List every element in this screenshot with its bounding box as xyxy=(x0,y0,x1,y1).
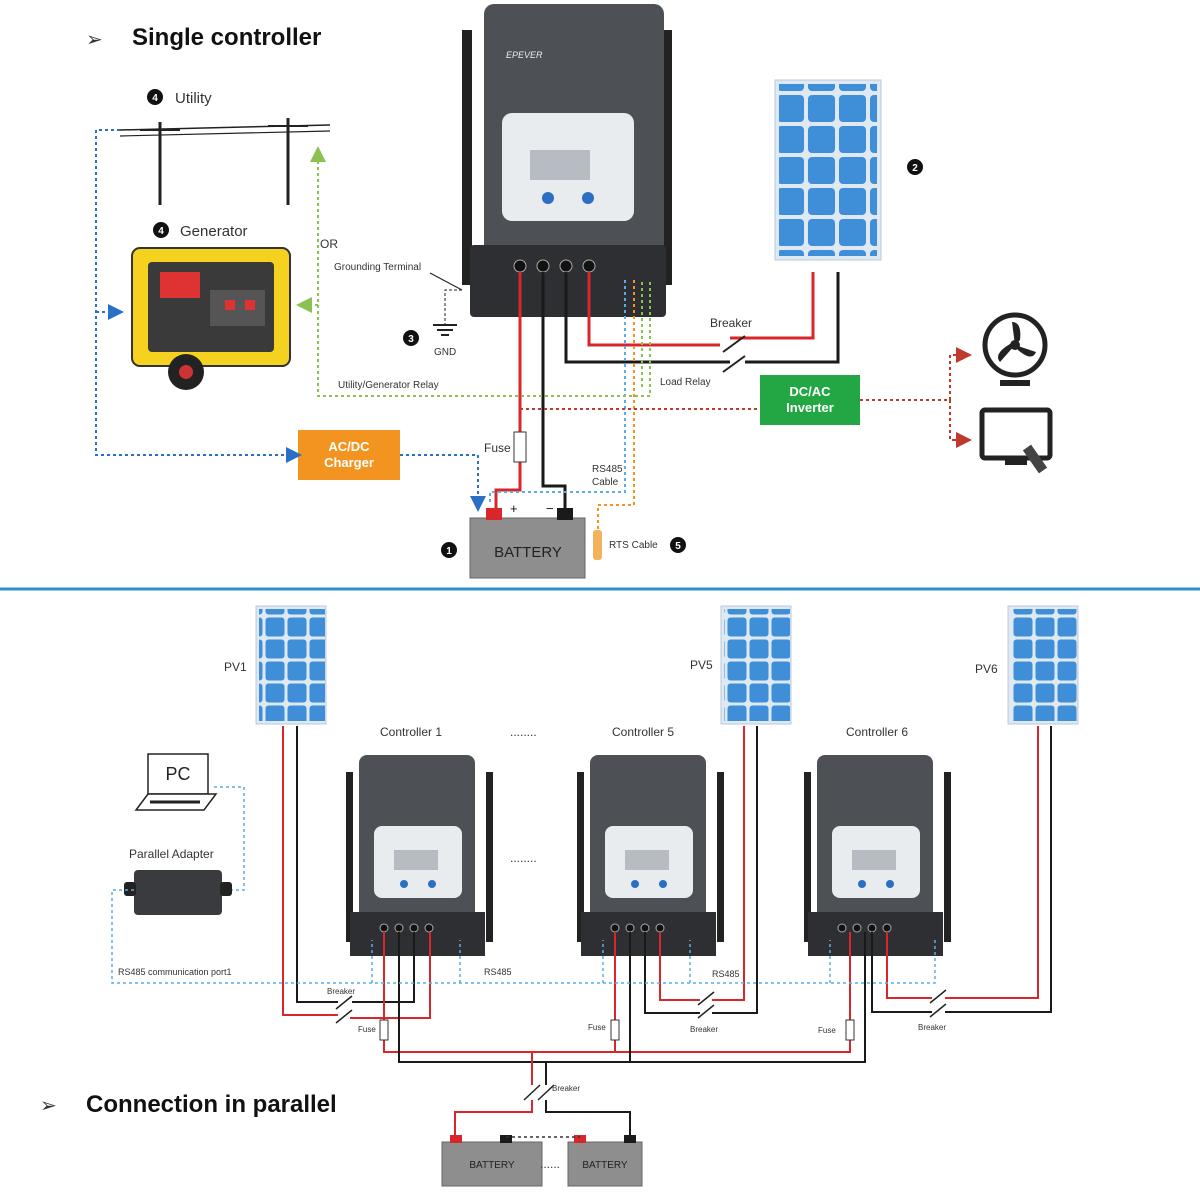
ac-dc-charger-line2: Charger xyxy=(324,455,374,470)
parallel-pv-wiring xyxy=(282,726,1052,1019)
parallel-adapter-label: Parallel Adapter xyxy=(129,847,214,861)
charger-battery-line xyxy=(400,454,486,512)
utility-marker xyxy=(147,89,163,105)
rs485-port-label: RS485 communication port1 xyxy=(118,967,232,977)
parallel-breakers xyxy=(335,989,947,1024)
or-label: OR xyxy=(320,237,338,251)
controller-1-label: Controller 1 xyxy=(380,725,442,739)
controller-5-label: Controller 5 xyxy=(612,725,674,739)
utility-blue-line xyxy=(95,129,302,463)
single-bullet: ➢ xyxy=(86,29,103,51)
main-controller: EPEVER xyxy=(462,4,672,317)
fuse-label-6: Fuse xyxy=(818,1026,836,1035)
battery-negative-wire xyxy=(541,272,567,508)
fuse-label-5: Fuse xyxy=(588,1023,606,1032)
rts-cable xyxy=(597,280,635,530)
controller-6-label: Controller 6 xyxy=(846,725,908,739)
rts-cable-label: RTS Cable xyxy=(609,540,658,551)
single-heading: Single controller xyxy=(132,24,321,51)
pv-breaker-label: Breaker xyxy=(710,316,752,330)
utility-marker-num: 4 xyxy=(152,93,158,104)
battery-marker-num: 1 xyxy=(446,546,452,557)
generator-image xyxy=(131,247,291,390)
pv-positive-wire xyxy=(587,272,815,347)
pv-negative-wire xyxy=(564,272,840,364)
pv6-label: PV6 xyxy=(975,662,998,676)
dc-ac-inverter-line2: Inverter xyxy=(786,400,834,415)
battery-bottom-1 xyxy=(441,1135,543,1187)
utility-label: Utility xyxy=(175,90,212,107)
controller-5 xyxy=(577,755,724,956)
utility-generator-relay-label: Utility/Generator Relay xyxy=(338,380,439,391)
gnd-label: GND xyxy=(434,347,456,358)
dots-top: ........ xyxy=(510,725,537,739)
svg-text:+: + xyxy=(510,501,518,516)
breaker-label-1: Breaker xyxy=(327,987,355,996)
fuse-6 xyxy=(845,1019,855,1041)
svg-text:−: − xyxy=(546,501,554,516)
pv-marker xyxy=(907,159,923,175)
pv-panel-6 xyxy=(1007,605,1079,725)
battery-top-label: BATTERY xyxy=(494,544,562,561)
rs485-label-2: RS485 xyxy=(712,969,740,979)
dots-middle: ........ xyxy=(510,851,537,865)
utility-generator-relay-line xyxy=(310,146,651,397)
battery-ellipsis: ...... xyxy=(540,1157,560,1171)
svg-text:EPEVER: EPEVER xyxy=(506,50,543,60)
pc-label: PC xyxy=(165,764,190,784)
pc-icon xyxy=(134,753,218,811)
controller-6 xyxy=(804,755,951,956)
fuse-5 xyxy=(610,1019,620,1041)
fuse-label-1: Fuse xyxy=(358,1025,376,1034)
parallel-bullet: ➢ xyxy=(40,1095,57,1117)
rts-marker xyxy=(670,537,686,553)
breaker-label-main: Breaker xyxy=(552,1084,580,1093)
ground-marker xyxy=(403,330,419,346)
pv-panel-5 xyxy=(720,605,792,725)
parallel-adapter xyxy=(124,870,232,915)
battery-bottom-2 xyxy=(567,1135,643,1187)
ground-symbol xyxy=(433,289,462,336)
generator-marker-num: 4 xyxy=(158,226,164,237)
pv1-label: PV1 xyxy=(224,660,247,674)
rs485-cable-label-2: Cable xyxy=(592,477,619,488)
load-relay-label: Load Relay xyxy=(660,377,711,388)
battery-positive-wire xyxy=(494,272,522,508)
battery-top: + − xyxy=(469,501,586,579)
battery-marker xyxy=(441,542,457,558)
battery-bottom-2-label: BATTERY xyxy=(582,1160,628,1171)
generator-marker xyxy=(153,222,169,238)
rs485-label-1: RS485 xyxy=(484,967,512,977)
ground-marker-num: 3 xyxy=(408,334,414,345)
pv-panel-top xyxy=(774,79,882,261)
generator-label: Generator xyxy=(180,223,248,240)
ac-dc-charger xyxy=(298,430,400,480)
pv-marker-num: 2 xyxy=(912,163,918,174)
tv-icon xyxy=(979,407,1053,474)
fuse-top-label: Fuse xyxy=(484,441,511,455)
pv5-label: PV5 xyxy=(690,658,713,672)
rts-marker-num: 5 xyxy=(675,541,681,552)
dc-ac-inverter-line1: DC/AC xyxy=(789,384,831,399)
pv-panel-1 xyxy=(255,605,327,725)
parallel-heading: Connection in parallel xyxy=(86,1091,337,1118)
ac-dc-charger-line1: AC/DC xyxy=(328,439,370,454)
breaker-label-5: Breaker xyxy=(690,1025,718,1034)
inverter-ac-line xyxy=(860,354,968,441)
controller-1 xyxy=(346,755,493,956)
breaker-label-6: Breaker xyxy=(918,1023,946,1032)
rts-sensor xyxy=(593,530,602,560)
rs485-cable-label-1: RS485 xyxy=(592,464,623,475)
fuse-1 xyxy=(379,1019,389,1041)
utility-poles xyxy=(119,118,331,205)
battery-bottom-1-label: BATTERY xyxy=(469,1160,515,1171)
fuse-top xyxy=(513,431,527,463)
dc-ac-inverter xyxy=(760,375,860,425)
rs485-bus xyxy=(111,889,936,984)
grounding-terminal-label: Grounding Terminal xyxy=(334,262,421,273)
fan-icon xyxy=(982,312,1048,386)
battery-bus-wiring xyxy=(383,932,866,1135)
